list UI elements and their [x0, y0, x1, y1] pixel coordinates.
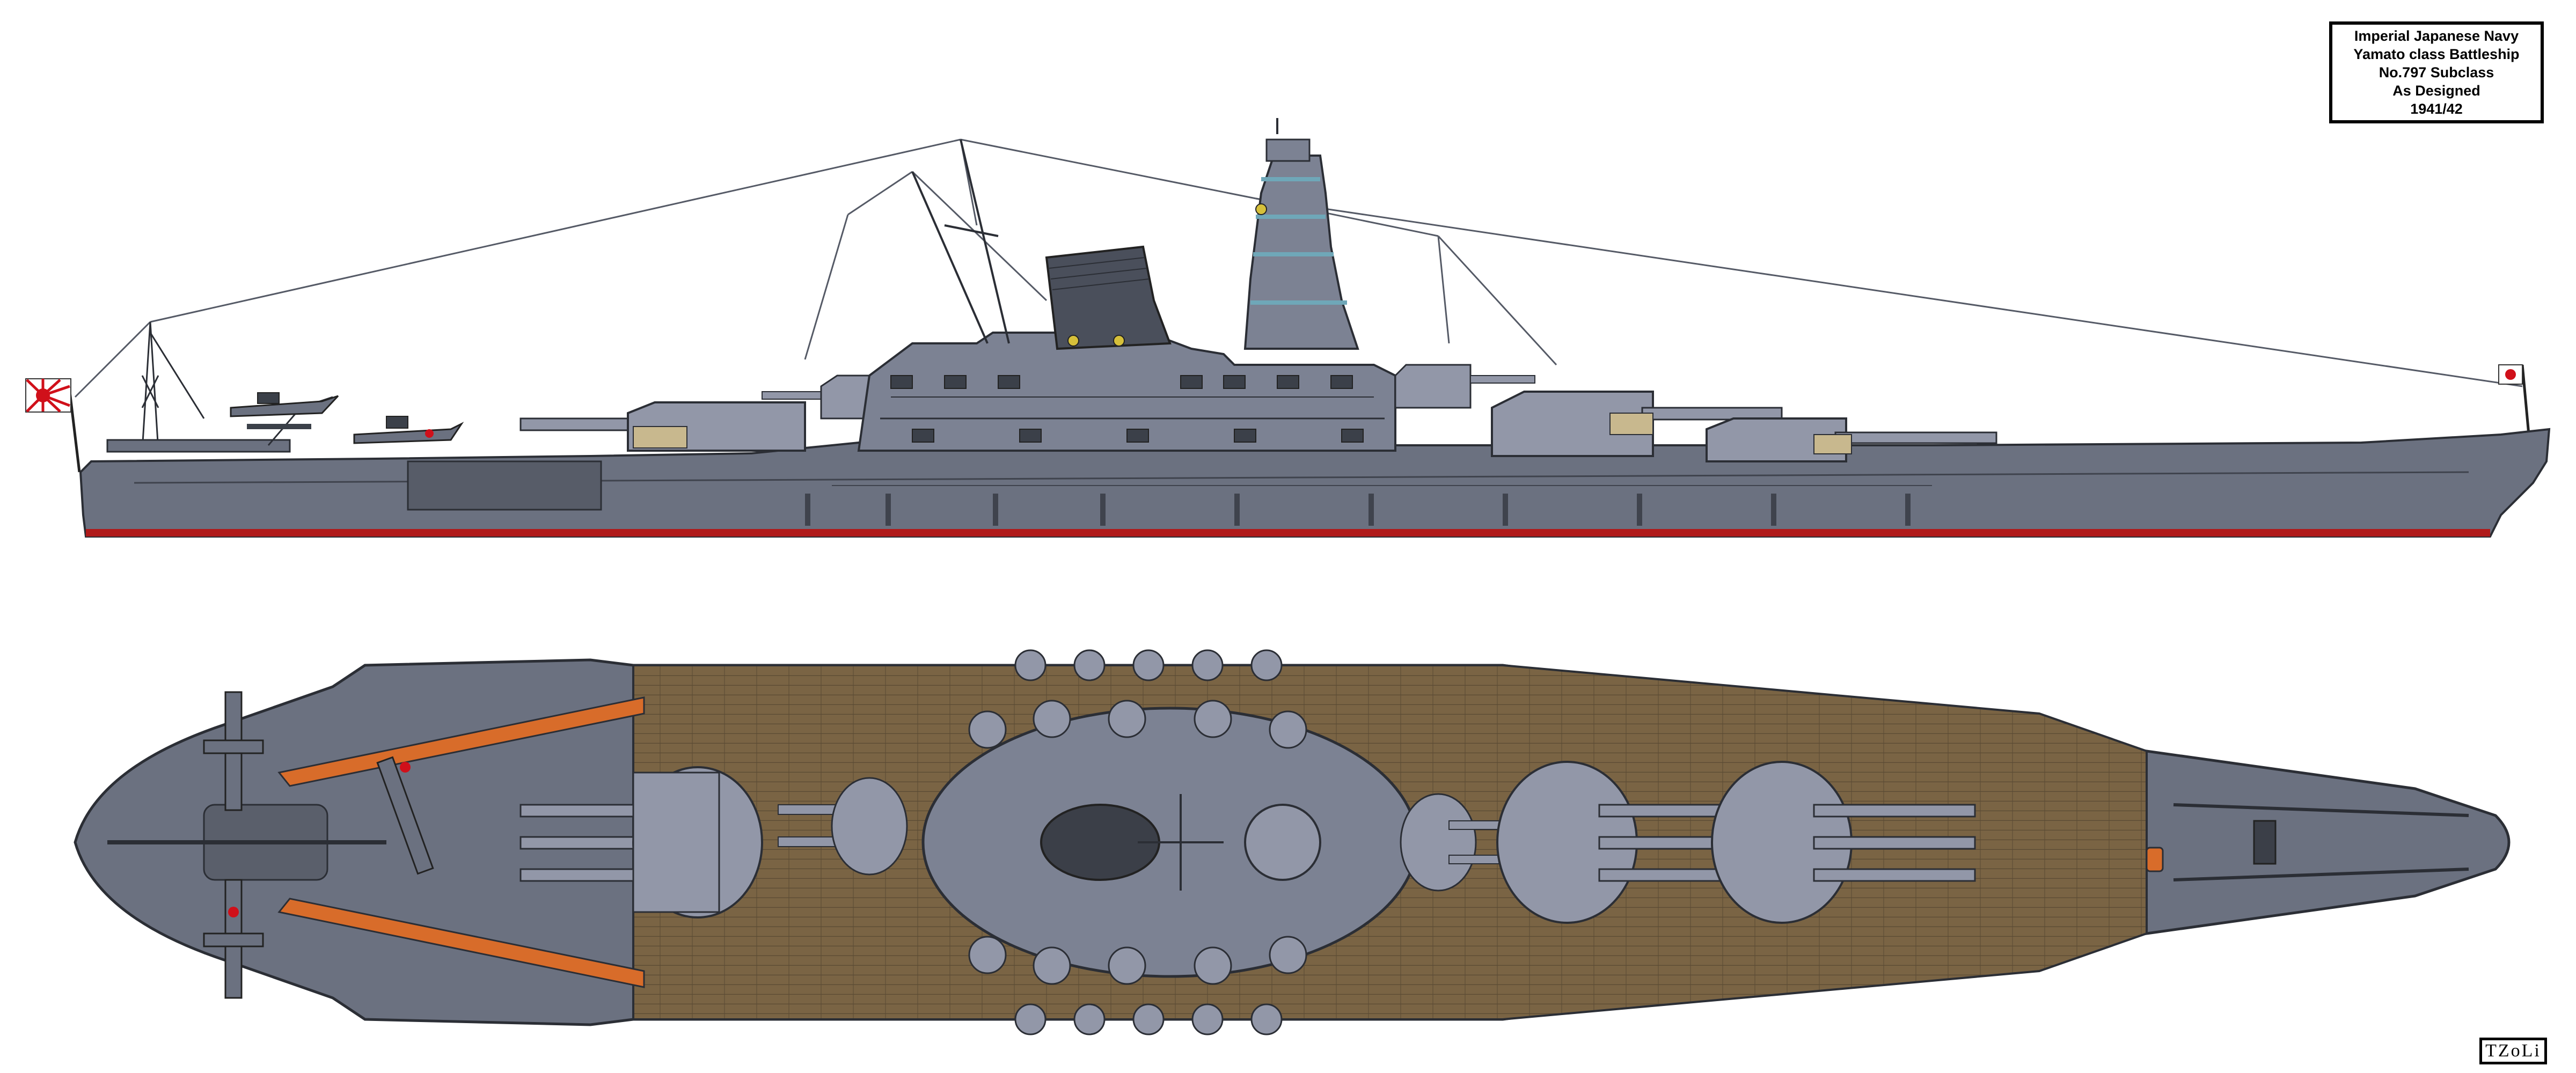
seaplane-icon: [376, 756, 434, 875]
title-line-class: Yamato class Battleship: [2353, 46, 2520, 62]
secondary-turret-icon: [778, 777, 908, 876]
waterline-stripe: [86, 529, 2490, 536]
crane-icon: [107, 804, 386, 881]
title-line-date: 1941/42: [2410, 101, 2463, 117]
title-line-subclass: No.797 Subclass: [2379, 64, 2494, 80]
top-plan-view: [74, 649, 2511, 1035]
hinomaru-flag-icon: [2498, 364, 2530, 435]
main-turret-icon: [1706, 417, 1997, 462]
anchor-gear: [2146, 803, 2469, 881]
main-turret-icon: [1711, 761, 1976, 924]
crane-icon: [106, 321, 333, 453]
superstructure-plan: [921, 707, 1418, 978]
seaplane-icon: [230, 392, 339, 429]
title-block: Imperial Japanese Navy Yamato class Batt…: [2329, 21, 2544, 123]
side-profile-view: [25, 118, 2551, 538]
aa-mount-icon: [890, 375, 1364, 443]
main-turret-icon: [1491, 391, 1783, 457]
aa-mount-icon: [968, 649, 1307, 1035]
title-line-status: As Designed: [2392, 83, 2480, 99]
pagoda-tower-icon: [1244, 804, 1321, 881]
secondary-turret-icon: [1394, 364, 1535, 409]
artist-signature: TZoLi: [2479, 1038, 2547, 1064]
hull-profile: [79, 428, 2551, 538]
rising-sun-flag-icon: [25, 378, 81, 473]
funnel-icon: [1045, 245, 1172, 350]
seaplane-icon: [353, 416, 464, 444]
catapult-rails: [277, 696, 645, 988]
pagoda-tower-icon: [1243, 118, 1359, 350]
title-line-navy: Imperial Japanese Navy: [2354, 28, 2519, 44]
seaplane-icon: [203, 691, 264, 811]
main-turret-icon: [519, 401, 806, 452]
seaplane-icon: [203, 879, 264, 999]
main-turret-icon: [519, 766, 763, 918]
mast-icon: [911, 139, 1010, 344]
